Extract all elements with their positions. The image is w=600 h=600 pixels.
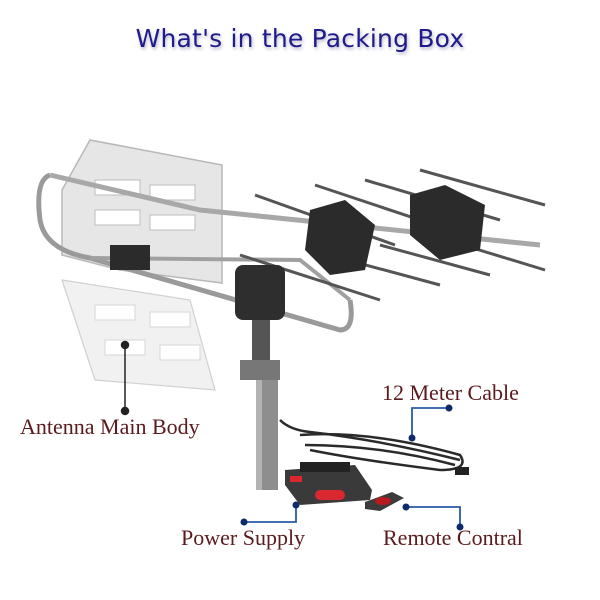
remote-graphic [365, 492, 404, 511]
power-supply-graphic [285, 462, 372, 505]
cable-graphic [279, 419, 469, 475]
cable-label: 12 Meter Cable [382, 380, 519, 405]
power-leader [240, 501, 300, 526]
remote-control-label: Remote Contral [383, 525, 523, 550]
remote-leader [402, 503, 464, 531]
antenna-leader [120, 340, 130, 416]
page-title: What's in the Packing Box [135, 24, 465, 53]
antenna-main-body-graphic [36, 139, 546, 490]
cable-leader [408, 404, 453, 442]
power-supply-label: Power Supply [181, 525, 306, 550]
antenna-main-body-label: Antenna Main Body [20, 414, 200, 439]
